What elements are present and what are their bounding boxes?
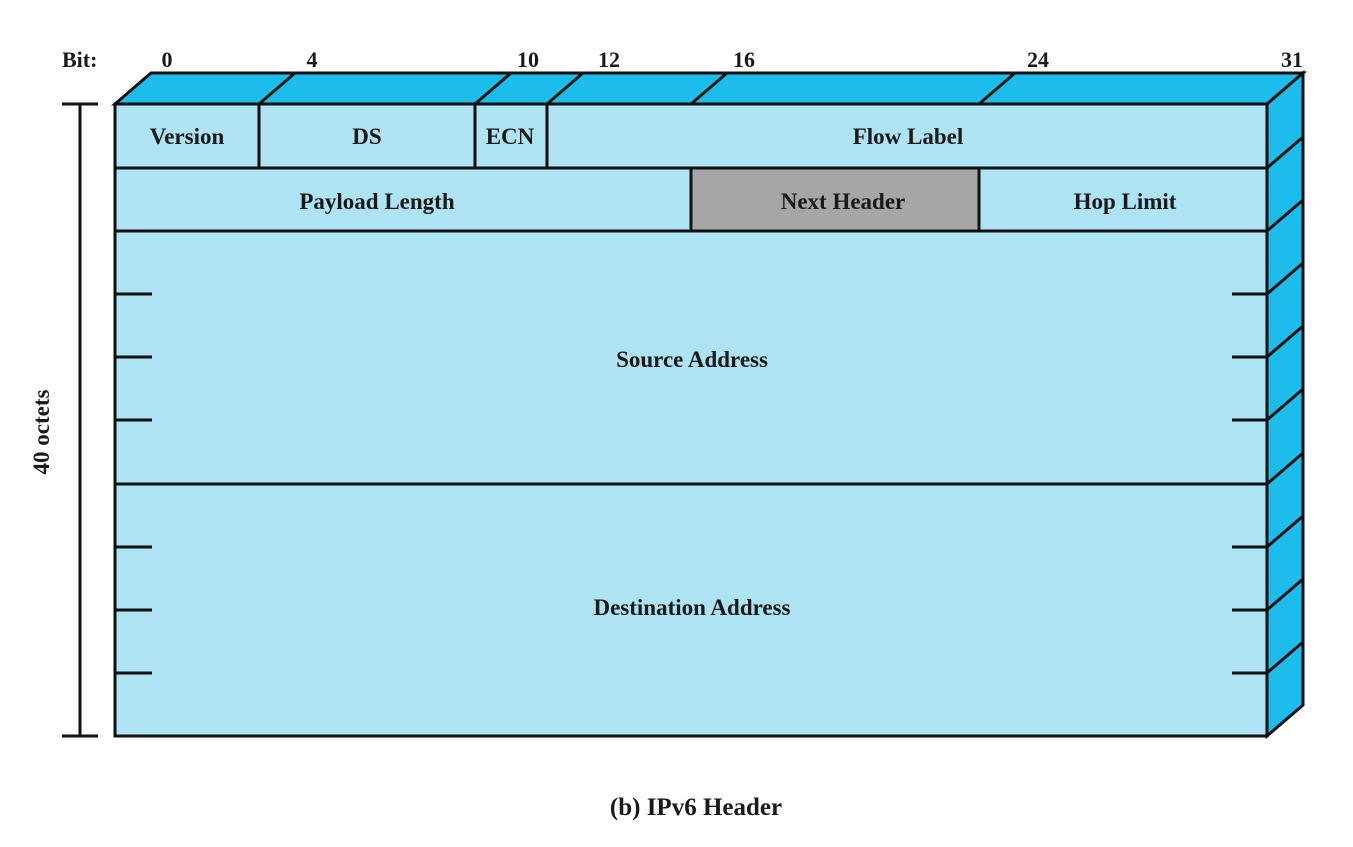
ds-field <box>257 102 477 170</box>
top-divider-16 <box>690 71 728 106</box>
bit-tick-31: 31 <box>1281 47 1303 72</box>
bit-prefix: Bit: <box>62 47 97 72</box>
payload-length-label: Payload Length <box>299 189 454 214</box>
bit-tick-0: 0 <box>162 47 173 72</box>
top-divider-4 <box>258 71 296 106</box>
side-divider-row5 <box>1266 387 1304 422</box>
top-divider-10 <box>474 71 512 106</box>
octets-label: 40 octets <box>29 389 54 474</box>
source-address-block: Source Address <box>113 229 1269 486</box>
bit-tick-10: 10 <box>517 47 539 72</box>
bit-tick-4: 4 <box>307 47 318 72</box>
side-divider-row6 <box>1266 451 1304 486</box>
next-header-label: Next Header <box>781 189 906 214</box>
destination-address-field <box>113 482 1269 738</box>
side-divider-row3 <box>1266 261 1304 296</box>
row-1: Version DS ECN Flow Label <box>113 102 1269 170</box>
ds-label: DS <box>352 124 381 149</box>
side-divider-row1 <box>1266 135 1304 170</box>
figure-caption: (b) IPv6 Header <box>610 794 782 821</box>
destination-address-label: Destination Address <box>593 595 790 620</box>
octets-bracket: 40 octets <box>29 102 98 738</box>
source-address-label: Source Address <box>616 347 768 372</box>
side-divider-row8 <box>1266 577 1304 612</box>
side-divider-row4 <box>1266 324 1304 359</box>
destination-address-block: Destination Address <box>113 482 1269 738</box>
bit-tick-16: 16 <box>733 47 755 72</box>
hop-limit-field <box>977 166 1269 233</box>
top-divider-24 <box>978 71 1016 106</box>
source-address-field <box>113 229 1269 486</box>
bit-tick-24: 24 <box>1027 47 1049 72</box>
side-face <box>1265 69 1305 740</box>
version-label: Version <box>150 124 225 149</box>
ecn-label: ECN <box>486 124 535 149</box>
side-divider-row7 <box>1266 514 1304 549</box>
top-divider-12 <box>546 71 584 106</box>
row-2: Payload Length Next Header Hop Limit <box>113 166 1269 233</box>
ecn-field <box>473 102 549 170</box>
flow-label-label: Flow Label <box>853 124 964 149</box>
top-face <box>110 71 1308 106</box>
side-divider-row9 <box>1266 640 1304 675</box>
hop-limit-label: Hop Limit <box>1074 189 1177 214</box>
side-divider-row2 <box>1266 198 1304 233</box>
bit-tick-12: 12 <box>598 47 620 72</box>
bit-ruler: Bit: 0 4 10 12 16 24 31 <box>62 47 1303 72</box>
